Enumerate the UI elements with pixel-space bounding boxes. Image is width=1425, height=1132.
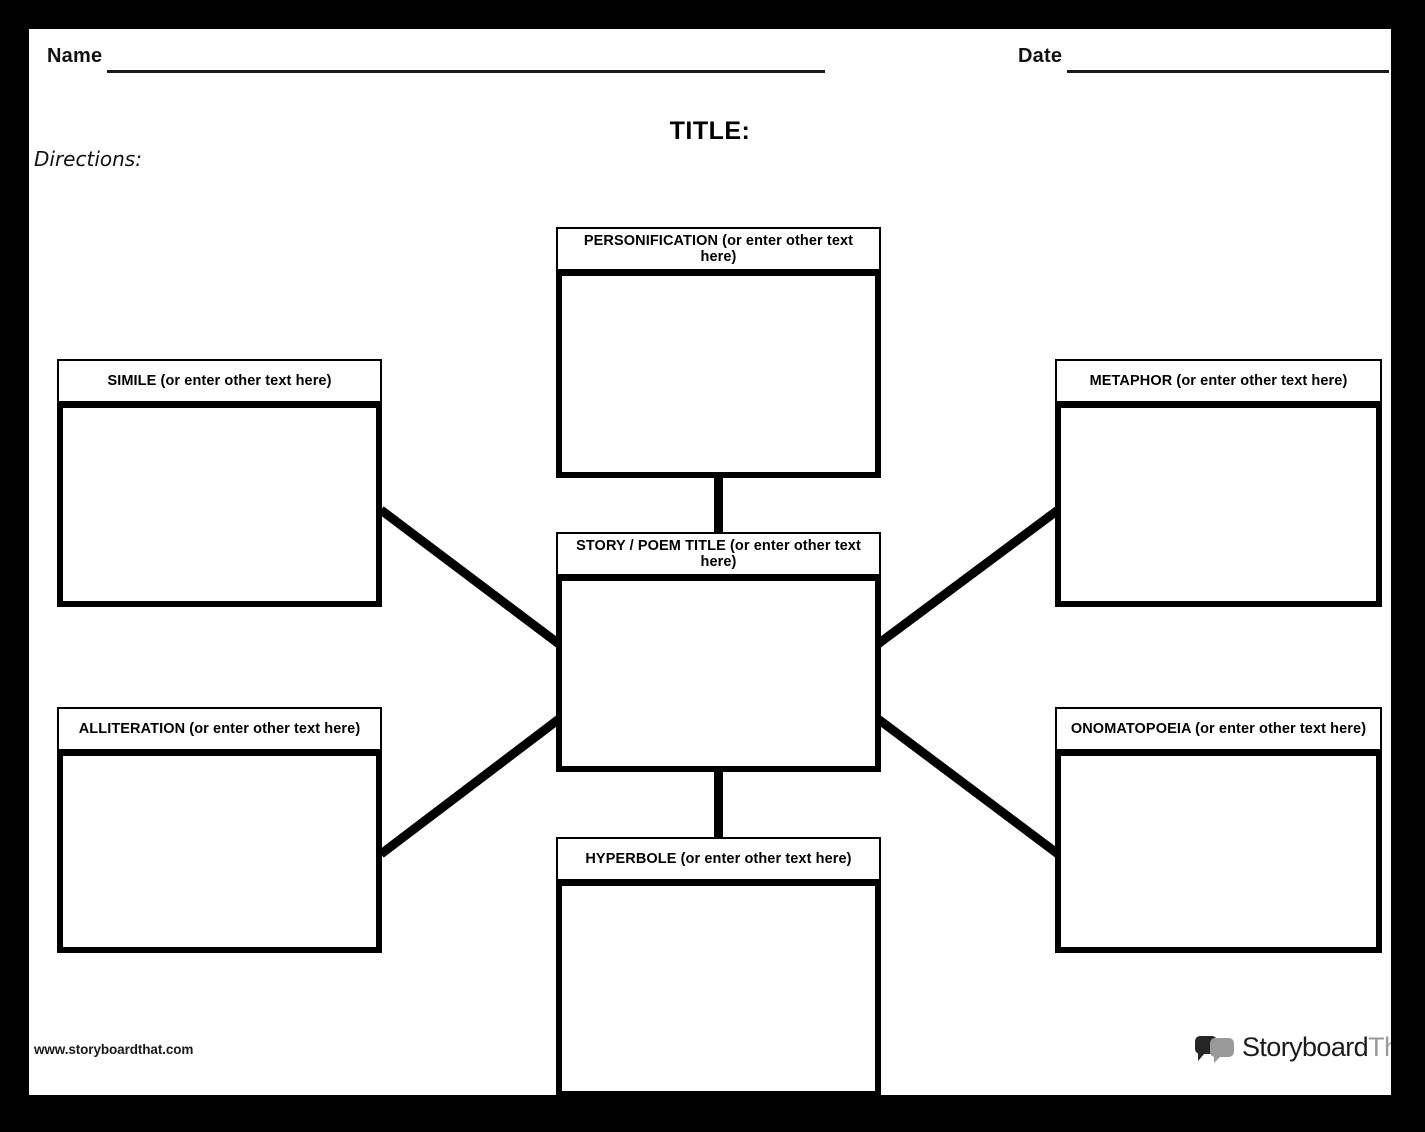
directions-label: Directions: — [34, 147, 142, 171]
brand-wordmark-gray: That — [1368, 1032, 1391, 1062]
storyboardthat-logo: StoryboardThat — [1195, 1032, 1391, 1063]
worksheet-sheet: Name Date TITLE: Directions: PERSONIFICA… — [29, 29, 1391, 1095]
node-simile: SIMILE (or enter other text here) — [57, 359, 382, 607]
name-input-line[interactable] — [107, 70, 825, 73]
node-metaphor: METAPHOR (or enter other text here) — [1055, 359, 1382, 607]
connector-center-metaphor — [875, 506, 1061, 648]
node-personification: PERSONIFICATION (or enter other text her… — [556, 227, 881, 478]
brand-wordmark: StoryboardThat — [1242, 1032, 1391, 1063]
name-field-label: Name — [47, 45, 103, 67]
date-input-line[interactable] — [1067, 70, 1389, 73]
page-title: TITLE: — [669, 117, 751, 145]
node-metaphor-label: METAPHOR (or enter other text here) — [1055, 359, 1382, 403]
node-hyperbole-label: HYPERBOLE (or enter other text here) — [556, 837, 881, 881]
node-alliteration-label: ALLITERATION (or enter other text here) — [57, 707, 382, 751]
connector-center-simile — [378, 506, 562, 648]
node-alliteration-answer-area[interactable] — [57, 750, 382, 953]
date-field-label: Date — [1018, 45, 1063, 67]
site-url: www.storyboardthat.com — [34, 1042, 194, 1057]
node-hyperbole: HYPERBOLE (or enter other text here) — [556, 837, 881, 1095]
speech-bubbles-icon — [1195, 1034, 1235, 1063]
connector-center-onomatopoeia — [875, 715, 1061, 858]
node-metaphor-answer-area[interactable] — [1055, 402, 1382, 607]
node-simile-label: SIMILE (or enter other text here) — [57, 359, 382, 403]
node-onomatopoeia-label: ONOMATOPOEIA (or enter other text here) — [1055, 707, 1382, 751]
node-personification-answer-area[interactable] — [556, 270, 881, 478]
speech-bubble-gray-icon — [1210, 1037, 1234, 1063]
node-hyperbole-answer-area[interactable] — [556, 880, 881, 1095]
node-alliteration: ALLITERATION (or enter other text here) — [57, 707, 382, 953]
connector-center-alliteration — [378, 715, 562, 858]
node-center-label: STORY / POEM TITLE (or enter other text … — [556, 532, 881, 576]
node-center-story-poem-title: STORY / POEM TITLE (or enter other text … — [556, 532, 881, 772]
node-personification-label: PERSONIFICATION (or enter other text her… — [556, 227, 881, 271]
node-onomatopoeia: ONOMATOPOEIA (or enter other text here) — [1055, 707, 1382, 953]
node-center-answer-area[interactable] — [556, 575, 881, 772]
brand-wordmark-dark: Storyboard — [1242, 1032, 1369, 1062]
node-simile-answer-area[interactable] — [57, 402, 382, 607]
node-onomatopoeia-answer-area[interactable] — [1055, 750, 1382, 953]
